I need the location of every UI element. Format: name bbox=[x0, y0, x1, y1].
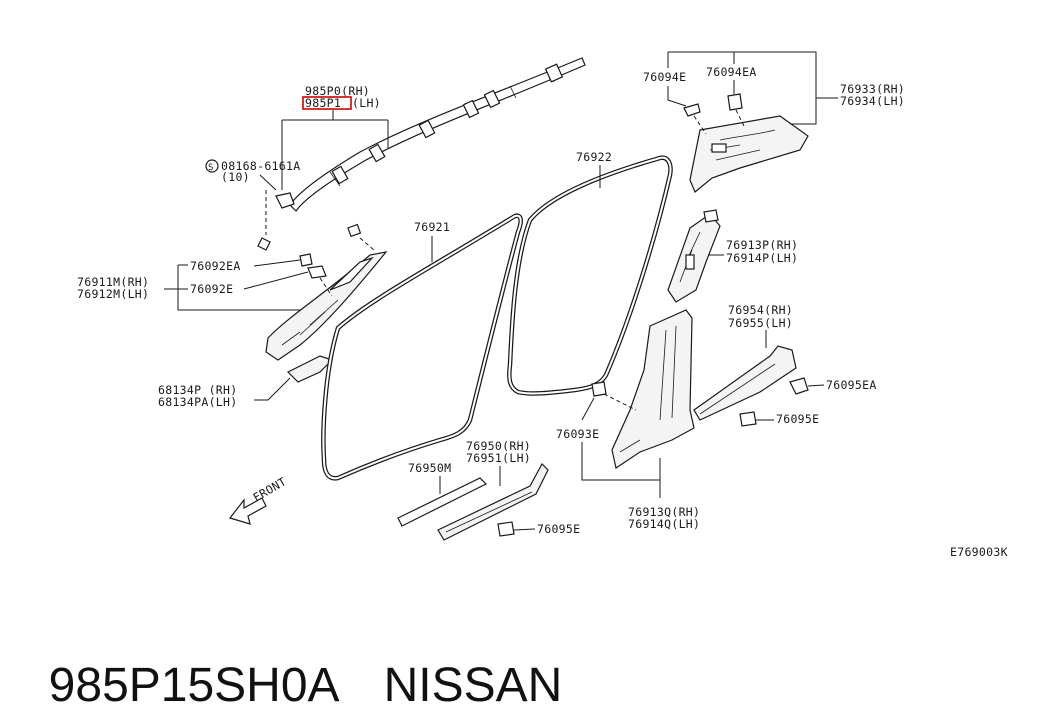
label-68134PA: 68134PA(LH) bbox=[158, 395, 237, 409]
weatherstrip-76922 bbox=[507, 155, 673, 396]
label-76934: 76934(LH) bbox=[840, 94, 905, 108]
label-76912M: 76912M(LH) bbox=[77, 287, 149, 301]
clip-76095E-bottom bbox=[497, 521, 515, 537]
curtain-airbag bbox=[275, 57, 586, 212]
label-76911M: 76911M(RH) bbox=[77, 275, 149, 289]
bolt-symbol-icon: S bbox=[205, 159, 219, 173]
center-pillar-upper bbox=[667, 209, 721, 303]
clip-76095EA bbox=[789, 377, 809, 395]
diagram-code: E769003K bbox=[950, 545, 1008, 559]
leader-airbag bbox=[281, 110, 389, 190]
highlight-box bbox=[302, 96, 352, 110]
center-pillar-lower bbox=[611, 309, 695, 469]
clip-76092E bbox=[307, 265, 327, 279]
label-76095EA: 76095EA bbox=[826, 378, 877, 392]
clip-76093E bbox=[591, 381, 607, 397]
kicking-plate-rear bbox=[693, 345, 797, 421]
sill-plate-76950 bbox=[437, 463, 549, 541]
rear-pillar-garnish bbox=[689, 115, 809, 193]
part-number: 985P15SH0A bbox=[48, 659, 340, 712]
label-76094EA: 76094EA bbox=[706, 65, 757, 79]
label-76951: 76951(LH) bbox=[466, 451, 531, 465]
svg-text:S: S bbox=[208, 163, 214, 173]
weatherstrip-76921 bbox=[321, 213, 523, 481]
label-76092E: 76092E bbox=[190, 282, 233, 296]
label-76094E: 76094E bbox=[643, 70, 686, 84]
brand-name: NISSAN bbox=[383, 659, 563, 712]
label-76922: 76922 bbox=[576, 150, 612, 164]
label-bolt: 08168-6161A bbox=[221, 159, 300, 173]
label-76955: 76955(LH) bbox=[728, 316, 793, 330]
label-76933: 76933(RH) bbox=[840, 82, 905, 96]
label-76913P: 76913P(RH) bbox=[726, 238, 798, 252]
label-76954: 76954(RH) bbox=[728, 303, 793, 317]
label-76914Q: 76914Q(LH) bbox=[628, 517, 700, 531]
caption: 985P15SH0A NISSAN bbox=[22, 596, 563, 716]
label-front: FRONT bbox=[251, 474, 289, 504]
label-76095E-bottom: 76095E bbox=[537, 522, 580, 536]
label-bolt-qty: (10) bbox=[221, 170, 250, 184]
label-76092EA: 76092EA bbox=[190, 259, 241, 273]
front-arrow-icon bbox=[228, 497, 267, 525]
clip-76094E bbox=[683, 103, 701, 117]
label-68134P: 68134P (RH) bbox=[158, 383, 237, 397]
label-76913Q: 76913Q(RH) bbox=[628, 505, 700, 519]
label-airbag-rh: 985P0(RH) bbox=[305, 84, 370, 98]
label-76950M: 76950M bbox=[408, 461, 451, 475]
clip-76094EA bbox=[727, 93, 743, 111]
label-76921: 76921 bbox=[414, 220, 450, 234]
label-76914P: 76914P(LH) bbox=[726, 251, 798, 265]
parts-diagram: 985P0(RH) 985P1 (LH) S 08168-6161A (10) … bbox=[77, 51, 1008, 559]
label-76950: 76950(RH) bbox=[466, 439, 531, 453]
clip-76092EA bbox=[299, 253, 313, 267]
clip-76095E-right bbox=[739, 411, 757, 427]
sill-plate-76950M bbox=[397, 477, 488, 527]
label-76095E-right: 76095E bbox=[776, 412, 819, 426]
label-airbag-lh-side: (LH) bbox=[352, 96, 381, 110]
label-76093E: 76093E bbox=[556, 427, 599, 441]
front-pillar-garnish bbox=[265, 223, 388, 361]
label-airbag-lh-code: 985P1 bbox=[305, 96, 341, 110]
bolt-part bbox=[257, 237, 271, 251]
bracket-68134P bbox=[286, 355, 334, 383]
